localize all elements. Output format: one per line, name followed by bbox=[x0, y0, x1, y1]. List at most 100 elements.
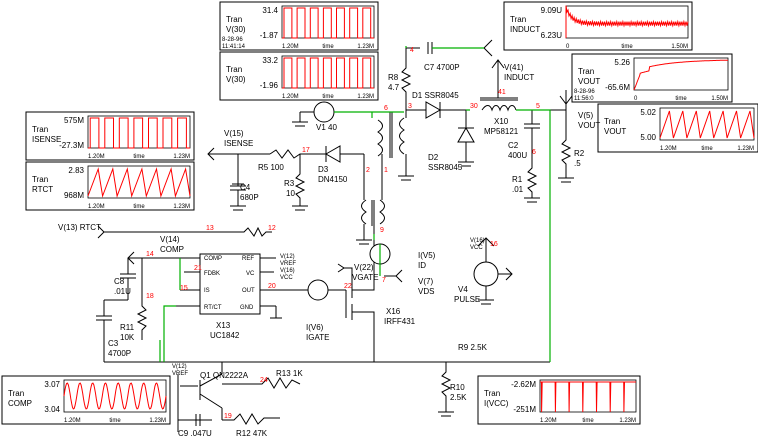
label-v41: V(41) bbox=[504, 63, 524, 72]
pin-gnd: GND bbox=[240, 305, 254, 311]
label-vref-ref: VREF bbox=[280, 261, 296, 267]
plot-ymax: 5.02 bbox=[640, 108, 656, 117]
plot-title-signal: RTCT bbox=[32, 185, 53, 194]
plot-x-end: 1.23M bbox=[357, 44, 374, 50]
plot-title-signal: ISENSE bbox=[32, 135, 61, 144]
label-vcc-vc: VCC bbox=[280, 275, 293, 281]
plot-frame bbox=[219, 51, 379, 101]
label-c2-value: 400U bbox=[508, 151, 527, 160]
node-21: 21 bbox=[194, 265, 202, 272]
plot-x-label: time bbox=[133, 154, 145, 160]
node-6b: 6 bbox=[532, 149, 536, 156]
plot-x-label: time bbox=[701, 146, 713, 152]
label-c3: C3 bbox=[108, 339, 119, 348]
label-iv6: I(V6) bbox=[306, 323, 324, 332]
plot-waveform bbox=[540, 381, 636, 413]
plot-title-type: Tran bbox=[510, 15, 526, 24]
label-v12-name: VREF bbox=[172, 371, 188, 377]
pin-fdbk: FDBK bbox=[204, 271, 220, 277]
plot-ymin: 6.23U bbox=[541, 31, 563, 40]
plot-title-type: Tran bbox=[604, 117, 620, 126]
plot-x-end: 1.23M bbox=[173, 204, 190, 210]
pin-comp: COMP bbox=[204, 256, 222, 262]
plot-x-start: 1.20M bbox=[88, 204, 105, 210]
green-wires bbox=[159, 46, 551, 362]
label-v4: V4 bbox=[458, 285, 468, 294]
node-22: 22 bbox=[344, 283, 352, 290]
node-3: 3 bbox=[408, 103, 412, 110]
plot-ymax: 33.2 bbox=[262, 56, 278, 65]
plot-frame bbox=[219, 1, 379, 51]
label-r2-value: .5 bbox=[574, 159, 581, 168]
plot-x-start: 1.20M bbox=[64, 418, 81, 424]
label-r9: R9 2.5K bbox=[458, 343, 488, 352]
plot-title-type: Tran bbox=[578, 67, 594, 76]
plot-x-end: 1.50M bbox=[711, 96, 728, 102]
label-x16-model: IRFF431 bbox=[384, 317, 416, 326]
plot-area bbox=[281, 55, 375, 89]
plot-x-start: 0 bbox=[634, 96, 638, 102]
plot-x-label: time bbox=[582, 418, 594, 424]
plot-ymax: -2.62M bbox=[511, 380, 536, 389]
label-c4: C4 bbox=[240, 183, 251, 192]
plot-x-label: time bbox=[621, 44, 633, 50]
node-18: 18 bbox=[146, 293, 154, 300]
plot-title-signal: V(30) bbox=[226, 25, 246, 34]
plot-x-end: 1.23M bbox=[737, 146, 754, 152]
label-c2: C2 bbox=[508, 141, 519, 150]
plot-title-signal: VOUT bbox=[578, 77, 600, 86]
node-30: 30 bbox=[470, 103, 478, 110]
plot-ymin: -27.3M bbox=[59, 141, 84, 150]
plot-ymin: -1.96 bbox=[260, 81, 279, 90]
label-r3-value: 10 bbox=[286, 189, 295, 198]
plot-ymin: -65.6M bbox=[605, 83, 630, 92]
plot-frame bbox=[477, 375, 641, 425]
plot-time: 11:41:14 bbox=[222, 44, 246, 50]
plot-frame bbox=[597, 103, 758, 153]
label-r3: R3 bbox=[284, 179, 295, 188]
label-v14-name: COMP bbox=[160, 245, 184, 254]
plot-area bbox=[633, 57, 729, 91]
plot-frame bbox=[25, 111, 195, 161]
pin-vc: VC bbox=[246, 271, 255, 277]
plot-title-type: Tran bbox=[226, 15, 242, 24]
label-d3-model: DN4150 bbox=[318, 175, 348, 184]
label-v15-name: ISENSE bbox=[224, 139, 253, 148]
label-r2: R2 bbox=[574, 149, 585, 158]
label-v4-type: PULSE bbox=[454, 295, 480, 304]
node-2: 2 bbox=[366, 167, 370, 174]
plot-waveform bbox=[659, 110, 755, 139]
label-iv5: I(V5) bbox=[418, 251, 436, 260]
node-15: 15 bbox=[180, 285, 188, 292]
label-r1-value: .01 bbox=[512, 185, 524, 194]
node-24: 24 bbox=[260, 377, 268, 384]
label-d2: D2 bbox=[428, 153, 439, 162]
node-17: 17 bbox=[302, 147, 310, 154]
plot-ymin: -1.87 bbox=[260, 31, 279, 40]
plot-x-label: time bbox=[322, 44, 334, 50]
node-1: 1 bbox=[384, 167, 388, 174]
plot-waveform bbox=[88, 117, 190, 149]
plot-time: 11:56:0 bbox=[574, 96, 594, 102]
label-x13-model: UC1842 bbox=[210, 331, 240, 340]
plot-title-type: Tran bbox=[484, 389, 500, 398]
plot-ymax: 5.26 bbox=[614, 58, 630, 67]
label-v5-name: VOUT bbox=[578, 121, 600, 130]
label-c3-value: 4700P bbox=[108, 349, 131, 358]
label-iv5-name: ID bbox=[418, 261, 426, 270]
label-v12: V(12) bbox=[172, 364, 187, 370]
label-v16-name: VCC bbox=[470, 245, 483, 251]
pin-ref: REF bbox=[242, 256, 254, 262]
label-v15: V(15) bbox=[224, 129, 244, 138]
label-x16: X16 bbox=[386, 307, 401, 316]
node-labels: 4 6 3 30 41 5 6 17 2 1 9 13 12 14 21 15 … bbox=[146, 47, 540, 420]
label-v14: V(14) bbox=[160, 235, 180, 244]
plot-ymin: 3.04 bbox=[44, 405, 60, 414]
plot-ymax: 9.09U bbox=[541, 6, 563, 15]
